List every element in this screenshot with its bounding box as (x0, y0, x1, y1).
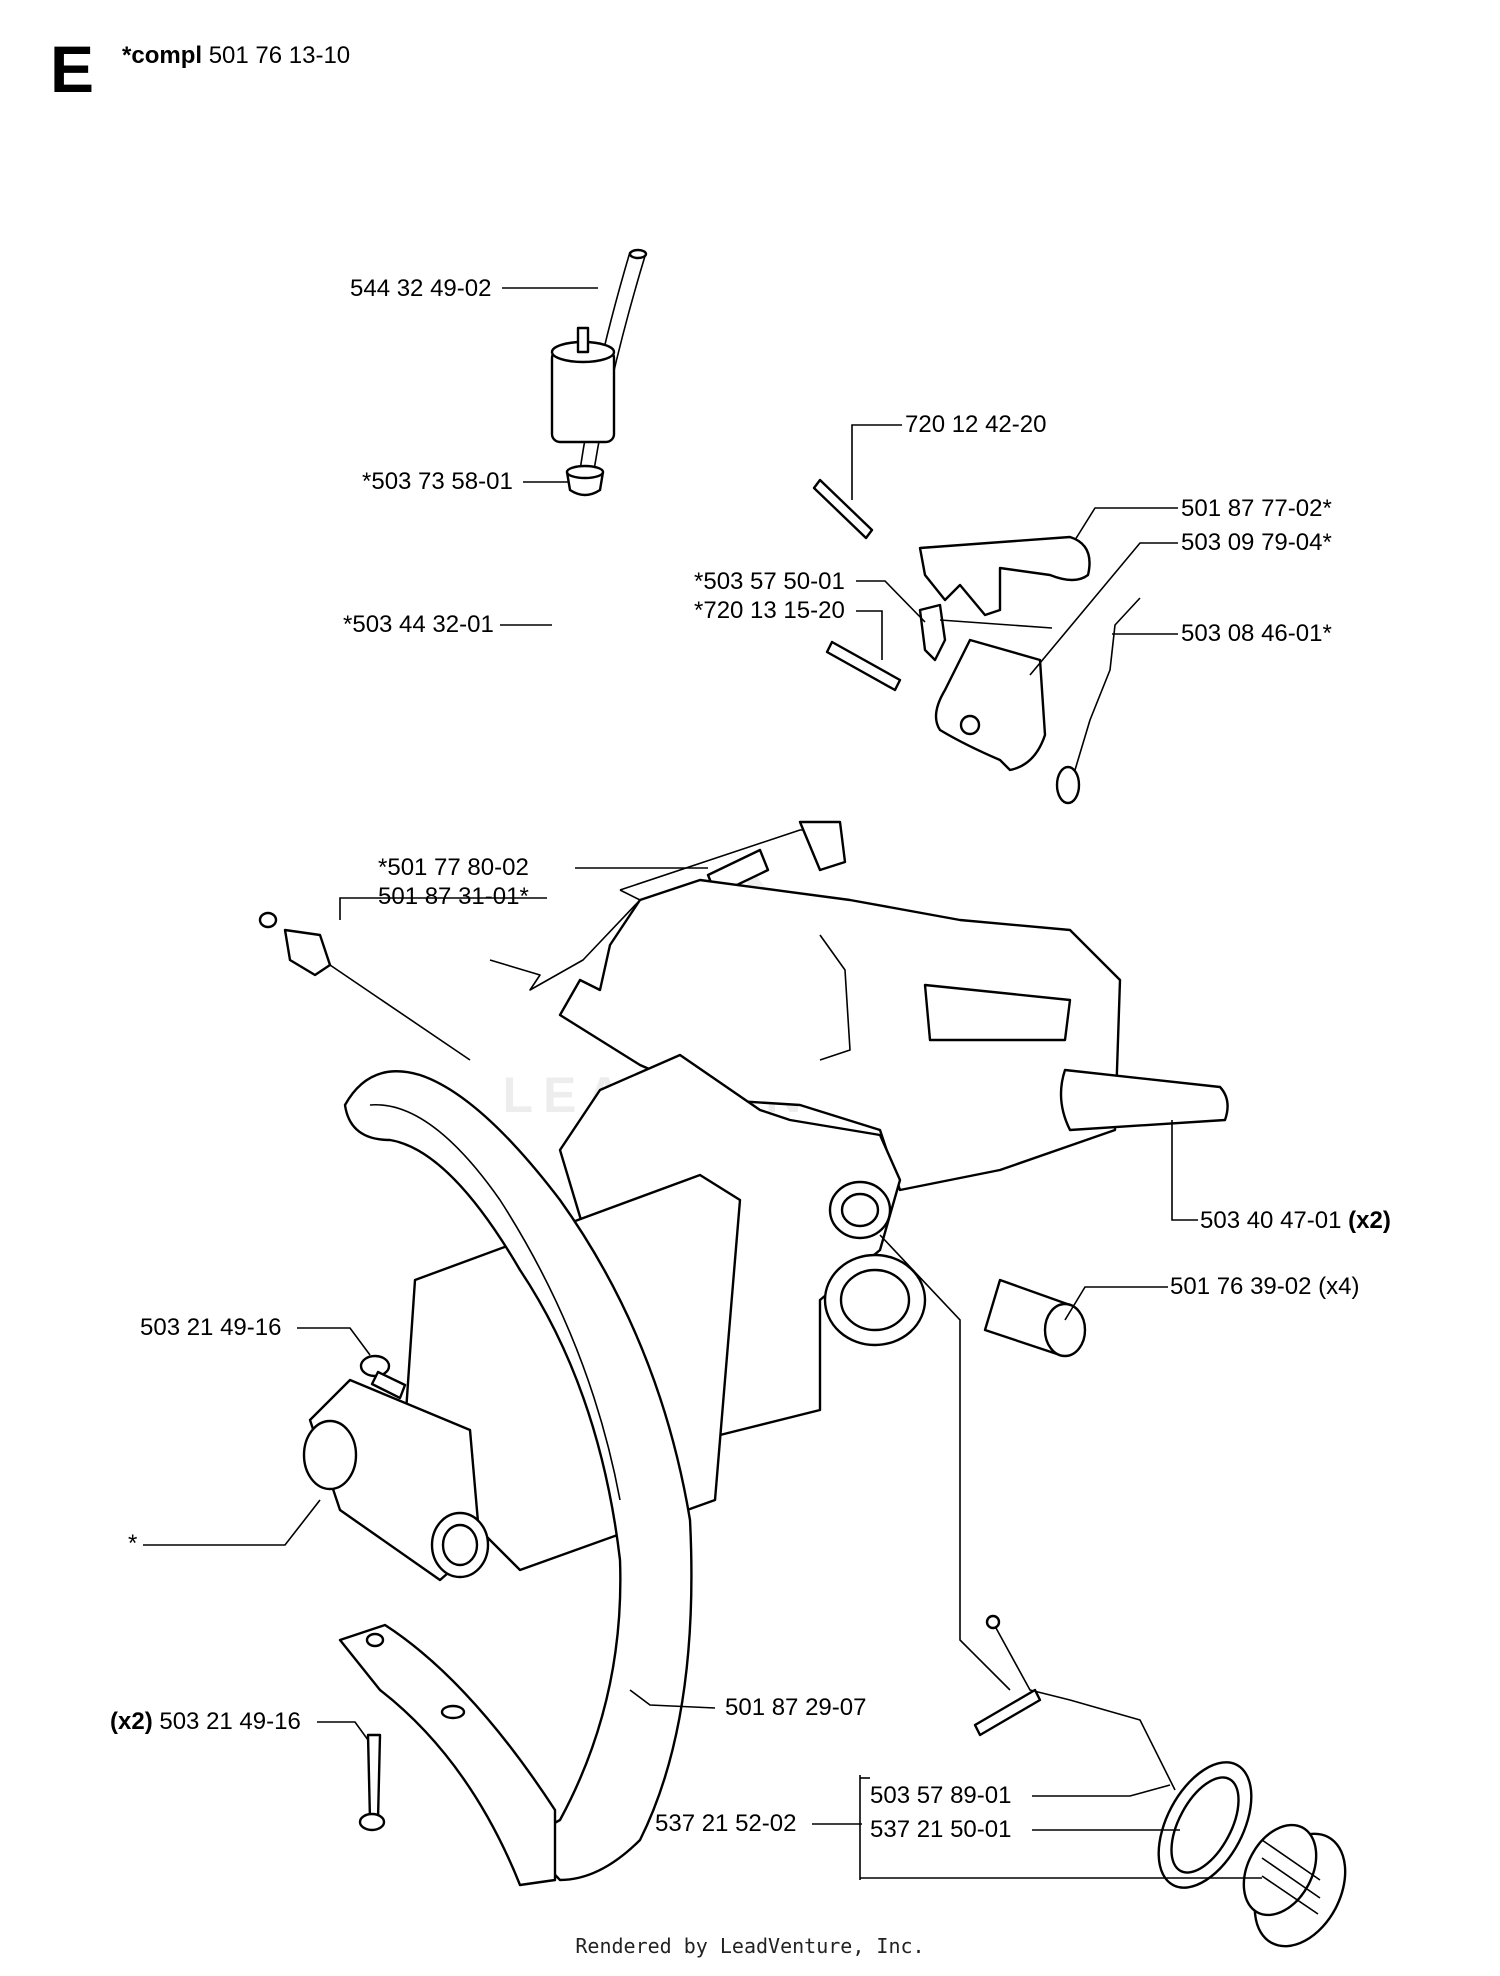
label-fuel-filter[interactable]: *503 44 32-01 (343, 611, 494, 638)
fuel-filter[interactable] (550, 326, 616, 444)
footer-credit: Rendered by LeadVenture, Inc. (575, 1934, 925, 1958)
fuel-cap[interactable] (1229, 1813, 1363, 1962)
front-mount[interactable] (302, 1378, 490, 1582)
label-grommet[interactable]: *503 73 58-01 (362, 468, 513, 495)
pin-top[interactable] (812, 478, 874, 540)
label-strap[interactable]: 503 57 89-01 (870, 1782, 1012, 1809)
handle-cover[interactable] (1059, 1068, 1229, 1132)
label-choke-rod[interactable]: *501 77 80-02 (378, 854, 529, 881)
screw-pair-qty: (x2) (110, 1708, 153, 1735)
label-bushing[interactable]: 501 76 39-02 (x4) (1170, 1273, 1360, 1300)
label-handle-cover[interactable]: 503 40 47-01 (x2) (1200, 1207, 1391, 1235)
throttle-lockout[interactable] (934, 638, 1047, 772)
label-spring[interactable]: 503 08 46-01* (1181, 620, 1332, 647)
bushing[interactable] (983, 1278, 1087, 1358)
compl-prefix: *compl (122, 42, 203, 69)
label-adjuster[interactable]: 501 87 31-01* (378, 883, 529, 910)
strap[interactable] (973, 1614, 1176, 1791)
label-pin-top[interactable]: 720 12 42-20 (905, 411, 1047, 438)
leader-lines (143, 287, 1262, 1880)
screw-pair[interactable] (358, 1733, 386, 1832)
label-screw-single[interactable]: 503 21 49-16 (140, 1314, 282, 1341)
compl-number: 501 76 13-10 (208, 42, 351, 69)
spring-clip[interactable] (918, 603, 947, 662)
spring[interactable] (1055, 597, 1141, 805)
screw-single[interactable] (359, 1354, 407, 1400)
section-letter: E (50, 32, 95, 106)
grommet[interactable] (565, 464, 605, 497)
label-throttle-trigger[interactable]: 501 87 77-02* (1181, 495, 1332, 522)
pin-lower[interactable] (825, 640, 902, 692)
label-cap-assembly[interactable]: 537 21 52-02 (655, 1810, 797, 1837)
screw-pair-number: 503 21 49-16 (159, 1708, 301, 1735)
assembly-label: *compl 501 76 13-10 (122, 42, 350, 70)
seal-ring[interactable] (1140, 1747, 1271, 1903)
handle-cover-number: 503 40 47-01 (1200, 1207, 1342, 1234)
adjuster[interactable] (258, 911, 471, 1061)
rear-handle[interactable] (558, 878, 1122, 1192)
label-front-handle[interactable]: 501 87 29-07 (725, 1694, 867, 1721)
label-screw-pair[interactable]: (x2) 503 21 49-16 (110, 1708, 301, 1736)
label-throttle-lockout[interactable]: 503 09 79-04* (1181, 529, 1332, 556)
label-pin-lower[interactable]: *720 13 15-20 (694, 597, 845, 624)
front-handle[interactable] (338, 1070, 693, 1887)
label-spring-clip[interactable]: *503 57 50-01 (694, 568, 845, 595)
label-asterisk-part[interactable]: * (128, 1530, 138, 1557)
throttle-trigger[interactable] (918, 535, 1091, 617)
label-fuel-hose[interactable]: 544 32 49-02 (350, 275, 492, 302)
label-fuel-cap[interactable]: 537 21 50-01 (870, 1816, 1012, 1843)
handle-cover-qty: (x2) (1348, 1207, 1391, 1234)
